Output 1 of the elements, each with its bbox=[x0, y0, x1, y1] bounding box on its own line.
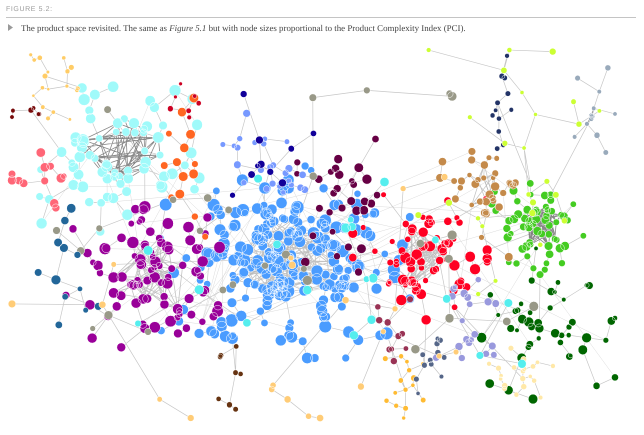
figure-caption: The product space revisited. The same as Figure 5.1 but with node sizes proportional to the Product Complexity Index (PCI). bbox=[21, 23, 466, 34]
